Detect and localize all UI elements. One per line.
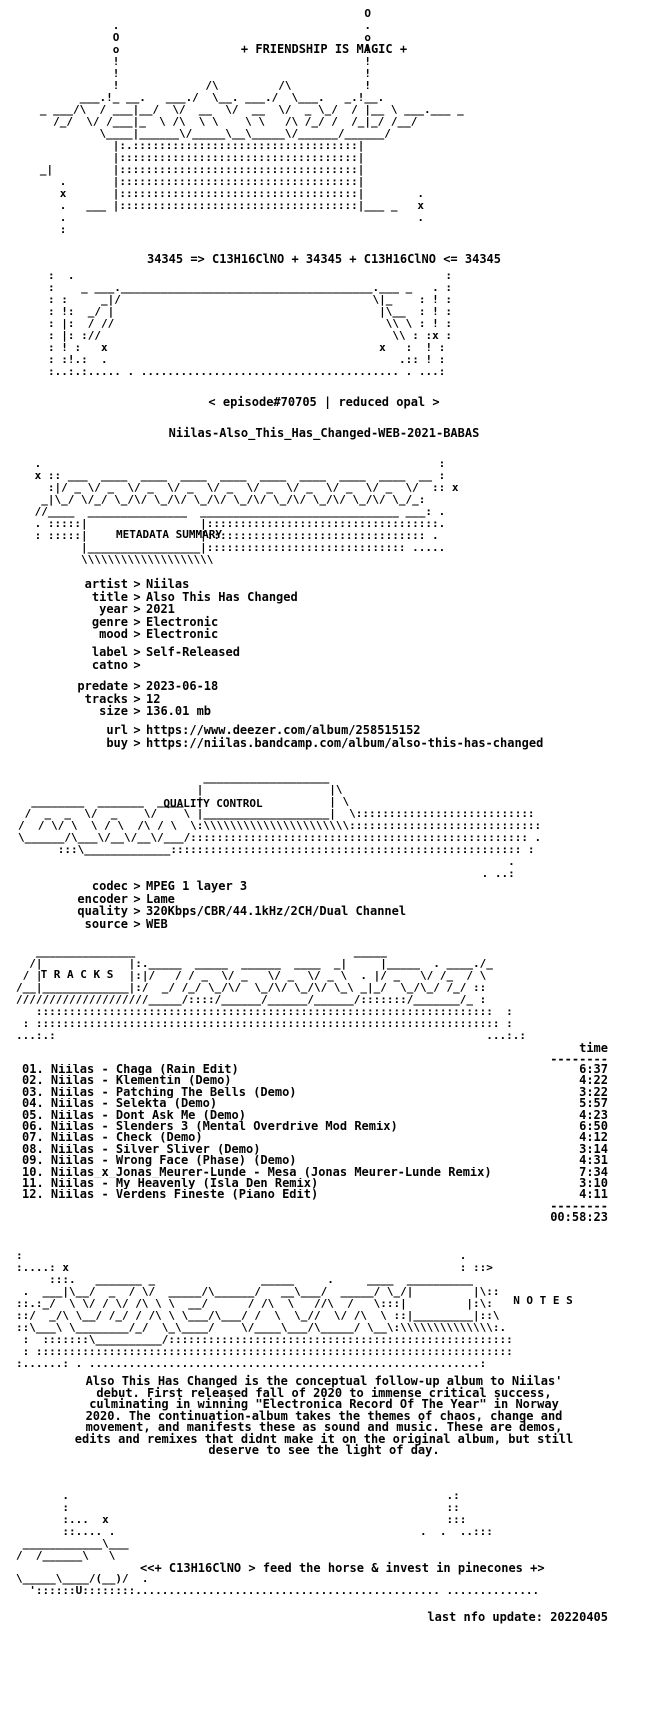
meta-row: genre>Electronic	[91, 614, 219, 629]
meta-row: year>2021	[99, 602, 175, 616]
formula-line: 34345 => C13H16ClNO + 34345 + C13H16ClNO…	[146, 252, 501, 266]
track-row: 04. Niilas - Selekta (Demo)5:57	[22, 1096, 608, 1111]
track-row: 09. Niilas - Wrong Face (Phase) (Demo)4:…	[22, 1153, 608, 1168]
tagline: + FRIENDSHIP IS MAGIC +	[240, 42, 408, 56]
tracks-header-art: _______________ _____ /| |:._____ _____ …	[16, 945, 526, 1042]
time-header: time	[579, 1041, 608, 1055]
meta-row-buy: buy>https://niilas.bandcamp.com/album/al…	[106, 735, 544, 750]
meta-row: catno>	[91, 657, 141, 672]
url-link[interactable]: https://www.deezer.com/album/258515152	[146, 723, 421, 737]
track-row: 07. Niilas - Check (Demo)4:12	[22, 1130, 608, 1145]
metadata-group-4: url>https://www.deezer.com/album/2585151…	[58, 724, 543, 749]
time-rule: --------	[550, 1052, 608, 1066]
episode-line: < episode#70705 | reduced opal >	[208, 395, 440, 409]
track-row: 02. Niilas - Klementin (Demo)4:22	[22, 1073, 608, 1088]
track-row: 11. Niilas - My Heavenly (Isla Den Remix…	[22, 1175, 608, 1190]
meta-row: tracks>12	[84, 691, 161, 706]
last-update: last nfo update: 20220405	[427, 1610, 608, 1624]
metadata-header-art: . : x :: ___ ____ ____ ____ ____ ____ __…	[34, 457, 459, 566]
tracks-section-title: T R A C K S	[40, 968, 114, 981]
tracklist: time -------- 01. Niilas - Chaga (Rain E…	[22, 1042, 608, 1223]
meta-row: artist>Niilas	[84, 577, 190, 591]
notes-section-title: N O T E S	[513, 1294, 573, 1307]
meta-row: size>136.01 mb	[99, 704, 212, 718]
quality-row: quality>320Kbps/CBR/44.1kHz/2CH/Dual Cha…	[77, 904, 407, 918]
metadata-section-title: METADATA SUMMARY	[116, 528, 222, 541]
footer-slogan: <<+ C13H16ClNO > feed the horse & invest…	[140, 1561, 545, 1575]
track-row: 05. Niilas - Dont Ask Me (Demo)4:23	[22, 1107, 608, 1122]
quality-section-title: QUALITY CONTROL	[163, 797, 263, 810]
meta-row: predate>2023-06-18	[77, 679, 219, 693]
metadata-group-3: predate>2023-06-18 tracks>12 size>136.01…	[58, 680, 218, 718]
quality-row: source>WEB	[84, 916, 168, 931]
track-row: 12. Niilas - Verdens Fineste (Piano Edit…	[22, 1187, 608, 1202]
release-name: Niilas-Also_This_Has_Changed-WEB-2021-BA…	[168, 426, 480, 440]
track-row: 01. Niilas - Chaga (Rain Edit)6:37	[22, 1062, 608, 1076]
footer-art-bottom: \_____\____/(__)/ . '::::::U::::::::....…	[16, 1572, 540, 1597]
meta-row: label>Self-Released	[91, 645, 240, 659]
logo-art-top: O . . O o o ! !	[39, 7, 464, 236]
quality-row: encoder>Lame	[77, 891, 175, 906]
track-row: 10. Niilas_x_Jonas_Meurer-Lunde - Mesa (…	[22, 1164, 608, 1179]
meta-row: title>Also This Has Changed	[91, 589, 298, 604]
metadata-group-2: label>Self-Released catno>	[58, 646, 240, 671]
total-rule: --------	[550, 1198, 608, 1213]
footer-art: . .: : :: :... x :::	[16, 1489, 493, 1562]
meta-row: mood>Electronic	[99, 627, 219, 641]
quality-header-art: ___________________ | |\ ________ ______…	[18, 771, 542, 880]
logo-art-bottom: : . : : _ ___.__________________________…	[48, 269, 452, 378]
track-row: 03. Niilas - Patching The Bells (Demo)3:…	[22, 1084, 608, 1099]
meta-row-url: url>https://www.deezer.com/album/2585151…	[106, 723, 421, 737]
quality-group: codec>MPEG 1 layer 3 encoder>Lame qualit…	[58, 880, 406, 930]
track-row: 08. Niilas - Silver Sliver (Demo)3:14	[22, 1141, 608, 1156]
total-time: 00:58:23	[550, 1209, 608, 1224]
buy-link[interactable]: https://niilas.bandcamp.com/album/also-t…	[146, 735, 544, 750]
metadata-group-1: artist>Niilas title>Also This Has Change…	[58, 578, 298, 641]
quality-row: codec>MPEG 1 layer 3	[91, 879, 248, 893]
track-row: 06. Niilas - Slenders 3 (Mental Overdriv…	[22, 1118, 608, 1133]
notes-text: Also This Has Changed is the conceptual …	[74, 1374, 574, 1457]
notes-header-art: : . :....: x : ::> :::. _______ _ _____ …	[16, 1249, 513, 1370]
